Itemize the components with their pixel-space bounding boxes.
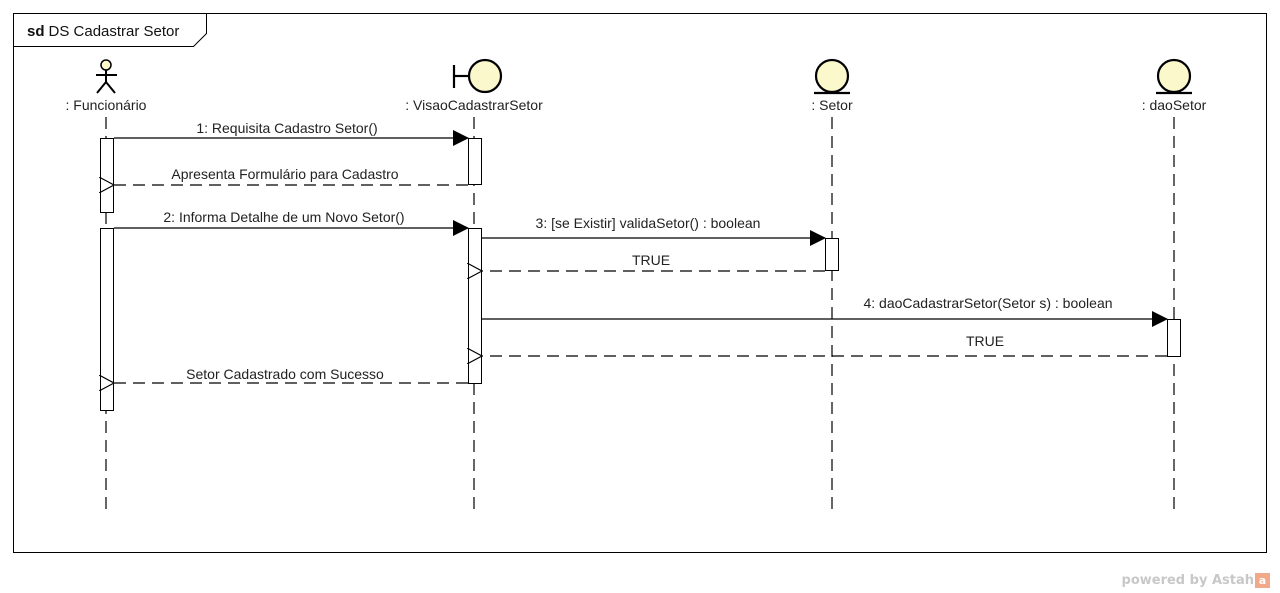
message-label-4: 4: daoCadastrarSetor(Setor s) : boolean xyxy=(863,295,1112,311)
entity-icon[interactable] xyxy=(1156,58,1192,95)
return-label-1: Apresenta Formulário para Cadastro xyxy=(171,166,398,182)
entity-icon[interactable] xyxy=(814,58,850,95)
boundary-icon[interactable] xyxy=(452,58,503,94)
message-label-1: 1: Requisita Cadastro Setor() xyxy=(196,120,377,136)
frame-tab xyxy=(13,13,207,47)
return-label-final: Setor Cadastrado com Sucesso xyxy=(186,366,384,382)
lifeline-label-visao: : VisaoCadastrarSetor xyxy=(405,97,543,113)
activation-setor xyxy=(825,238,839,271)
activation-funcionario-1 xyxy=(100,138,114,213)
lifeline-label-setor: : Setor xyxy=(811,97,853,113)
return-label-4: TRUE xyxy=(966,333,1004,349)
astah-watermark: powered by Astah a xyxy=(1122,573,1270,588)
activation-funcionario-2 xyxy=(100,228,114,411)
return-label-3: TRUE xyxy=(632,252,670,268)
activation-dao xyxy=(1167,319,1181,357)
interaction-frame xyxy=(13,13,1267,553)
astah-logo-icon: a xyxy=(1255,573,1270,588)
watermark-text: powered by Astah xyxy=(1121,573,1254,588)
message-label-2: 2: Informa Detalhe de um Novo Setor() xyxy=(163,209,404,225)
actor-icon[interactable] xyxy=(96,59,117,94)
activation-visao-1 xyxy=(468,138,482,185)
message-label-3: 3: [se Existir] validaSetor() : boolean xyxy=(536,215,761,231)
activation-visao-2 xyxy=(468,228,482,384)
lifeline-label-dao: : daoSetor xyxy=(1142,97,1207,113)
lifeline-label-funcionario: : Funcionário xyxy=(66,97,147,113)
